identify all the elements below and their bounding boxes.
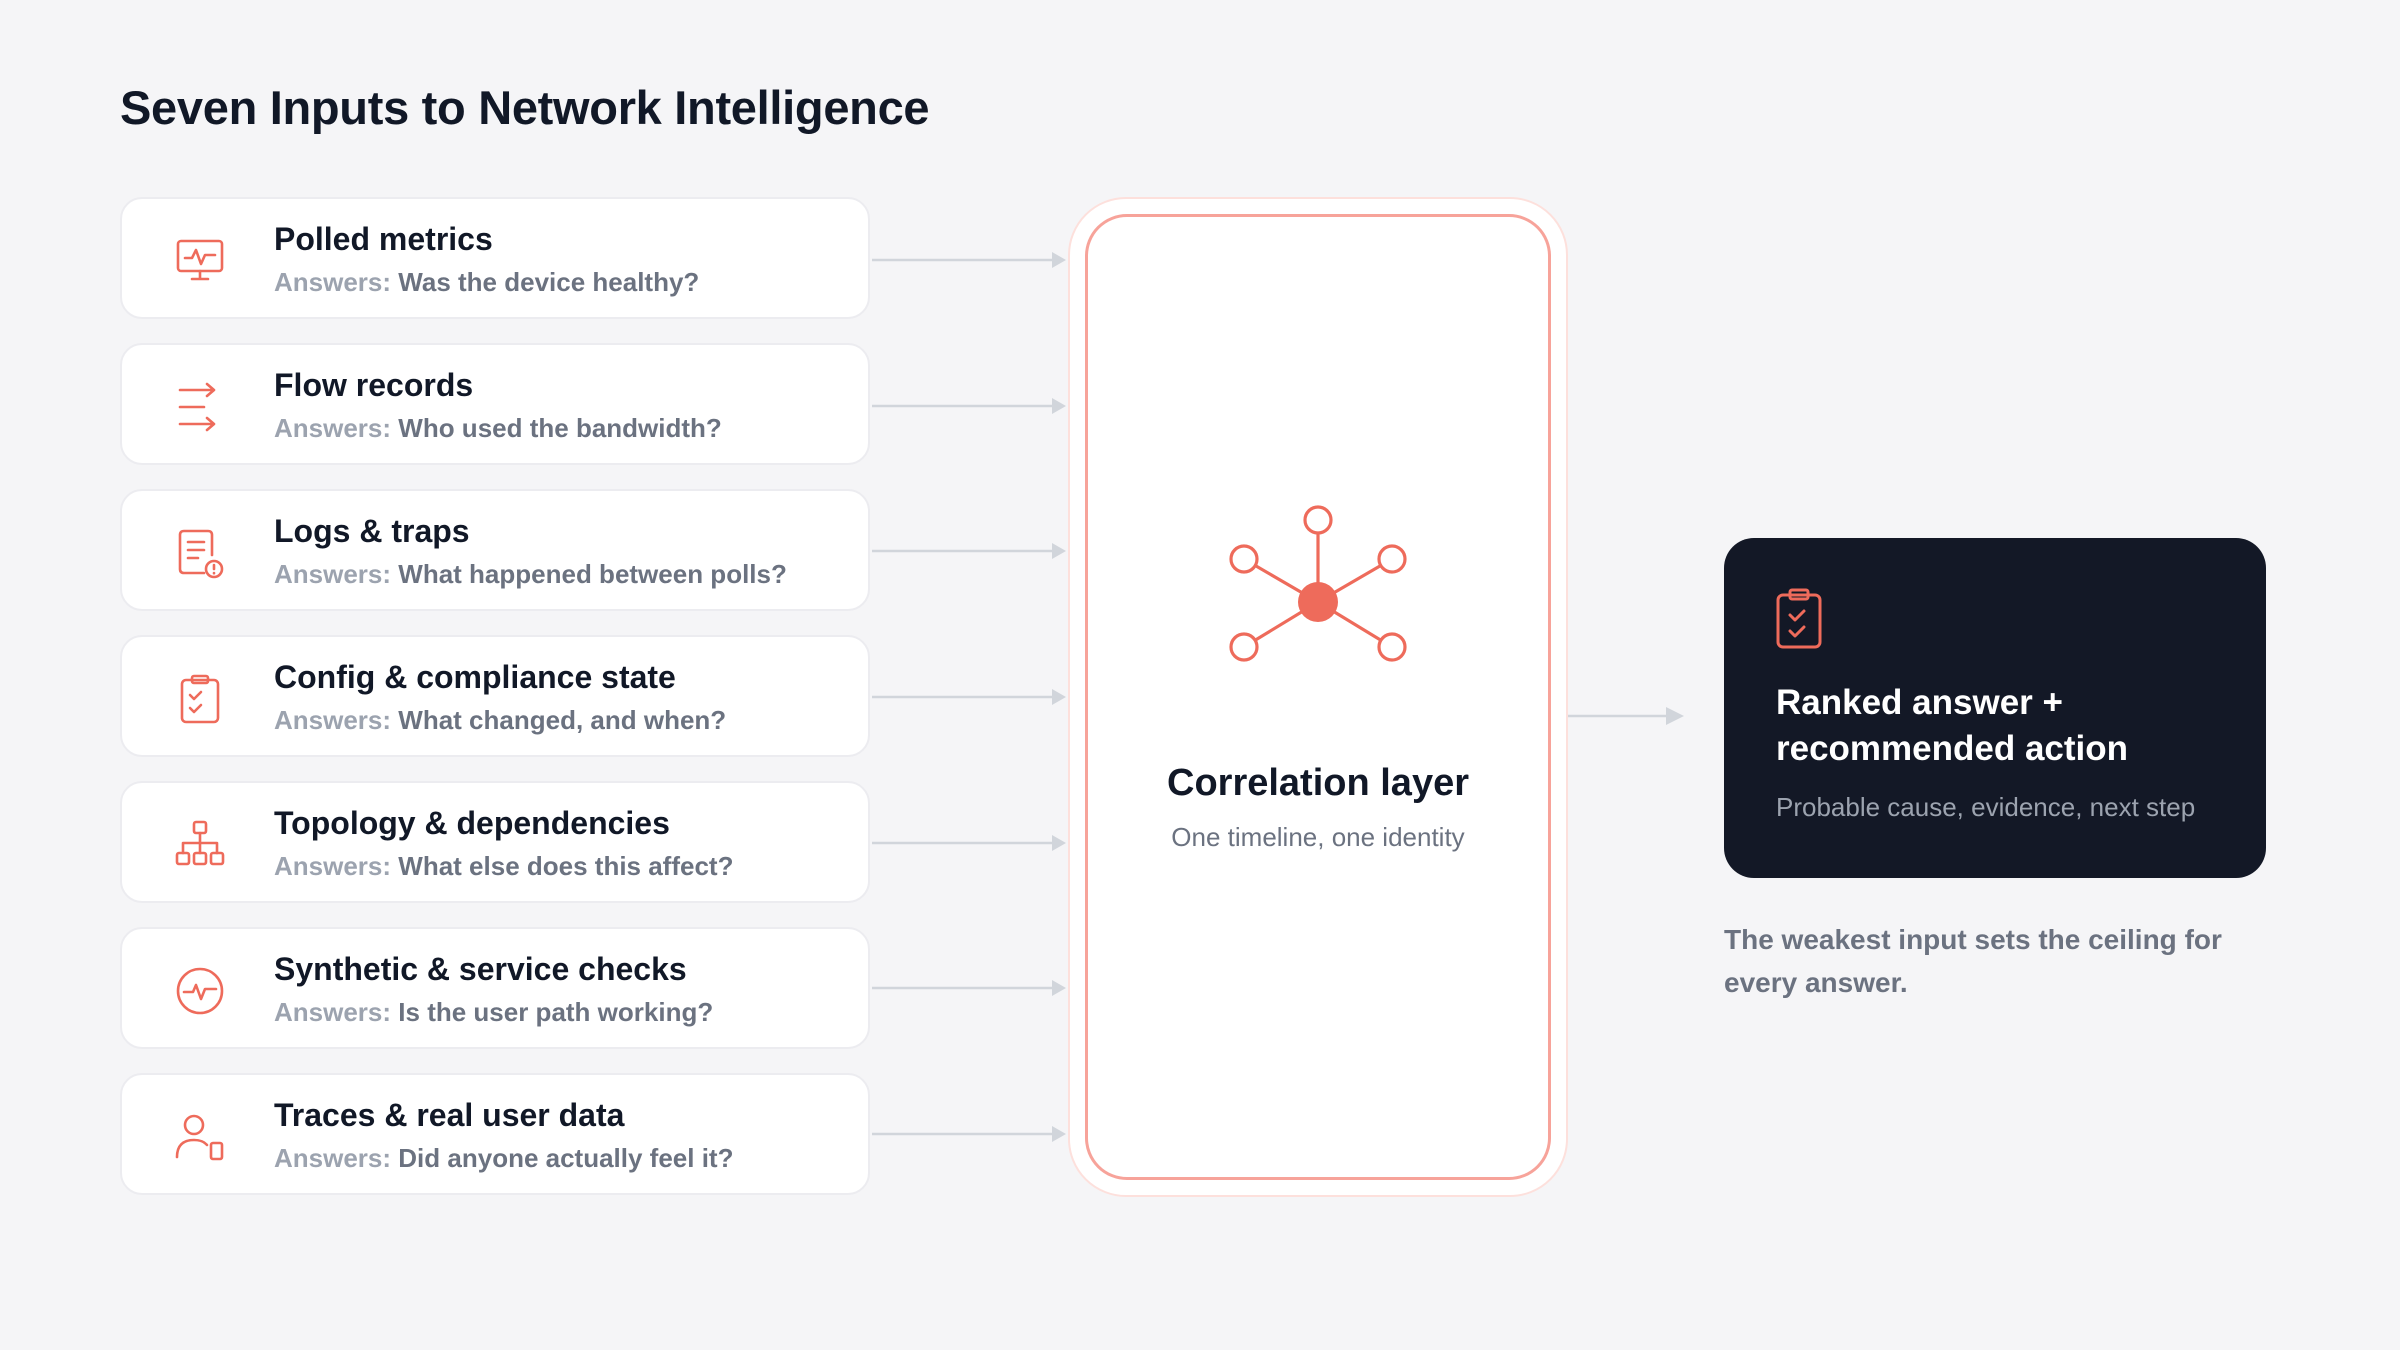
result-heading: Ranked answer + recommended action bbox=[1776, 683, 2129, 768]
answer-prefix: Answers: bbox=[274, 413, 392, 443]
input-card-config-compliance: Config & compliance state Answers: What … bbox=[120, 635, 870, 757]
answer-prefix: Answers: bbox=[274, 997, 392, 1027]
page-title: Seven Inputs to Network Intelligence bbox=[120, 81, 930, 134]
answer-text: What changed, and when? bbox=[398, 705, 727, 735]
input-label: Topology & dependencies bbox=[274, 805, 670, 841]
correlation-subtitle: One timeline, one identity bbox=[1171, 822, 1465, 852]
user-device-icon bbox=[174, 1111, 226, 1163]
input-label: Polled metrics bbox=[274, 221, 493, 257]
arrowhead bbox=[1052, 398, 1066, 414]
answer-prefix: Answers: bbox=[274, 559, 392, 589]
answer-prefix: Answers: bbox=[274, 851, 392, 881]
input-label: Config & compliance state bbox=[274, 659, 676, 695]
arrowhead bbox=[1666, 707, 1684, 725]
network-hub-icon bbox=[1229, 505, 1407, 662]
answer-text: Was the device healthy? bbox=[398, 267, 700, 297]
answer-prefix: Answers: bbox=[274, 705, 392, 735]
input-card-synthetic-checks: Synthetic & service checks Answers: Is t… bbox=[120, 927, 870, 1049]
log-alert-icon bbox=[174, 527, 226, 579]
correlation-layer-box bbox=[1085, 214, 1551, 1180]
answer-text: What else does this affect? bbox=[398, 851, 734, 881]
arrowhead bbox=[1052, 1126, 1066, 1142]
answer-text: Did anyone actually feel it? bbox=[398, 1143, 734, 1173]
input-card-traces-rum: Traces & real user data Answers: Did any… bbox=[120, 1073, 870, 1195]
answer-prefix: Answers: bbox=[274, 267, 392, 297]
arrowhead bbox=[1052, 252, 1066, 268]
answer-prefix: Answers: bbox=[274, 1143, 392, 1173]
input-card-polled-metrics: Polled metrics Answers: Was the device h… bbox=[120, 197, 870, 319]
answer-text: Who used the bandwidth? bbox=[398, 413, 722, 443]
input-answer: Answers: What changed, and when? bbox=[274, 705, 726, 736]
arrowhead bbox=[1052, 543, 1066, 559]
input-answer: Answers: Is the user path working? bbox=[274, 997, 713, 1028]
clipboard-check-icon bbox=[174, 673, 226, 725]
input-answer: Answers: What happened between polls? bbox=[274, 559, 787, 590]
pulse-circle-icon bbox=[174, 965, 226, 1017]
arrowhead bbox=[1052, 980, 1066, 996]
input-label: Traces & real user data bbox=[274, 1097, 625, 1133]
flow-arrows-icon bbox=[174, 381, 226, 433]
input-card-logs-traps: Logs & traps Answers: What happened betw… bbox=[120, 489, 870, 611]
result-subtitle: Probable cause, evidence, next step bbox=[1776, 792, 2196, 822]
answer-text: What happened between polls? bbox=[398, 559, 787, 589]
input-answer: Answers: Was the device healthy? bbox=[274, 267, 699, 298]
monitor-pulse-icon bbox=[174, 235, 226, 287]
footnote: The weakest input sets the ceiling for e… bbox=[1724, 924, 2222, 998]
input-card-topology: Topology & dependencies Answers: What el… bbox=[120, 781, 870, 903]
input-answer: Answers: What else does this affect? bbox=[274, 851, 733, 882]
input-answer: Answers: Who used the bandwidth? bbox=[274, 413, 722, 444]
clipboard-check-icon bbox=[1776, 588, 1822, 649]
correlation-title: Correlation layer bbox=[1167, 762, 1469, 804]
answer-text: Is the user path working? bbox=[398, 997, 714, 1027]
input-label: Synthetic & service checks bbox=[274, 951, 687, 987]
arrowhead bbox=[1052, 835, 1066, 851]
input-answer: Answers: Did anyone actually feel it? bbox=[274, 1143, 733, 1174]
input-label: Flow records bbox=[274, 367, 474, 403]
input-label: Logs & traps bbox=[274, 513, 470, 549]
input-card-flow-records: Flow records Answers: Who used the bandw… bbox=[120, 343, 870, 465]
result-card: Ranked answer + recommended action Proba… bbox=[1724, 538, 2266, 878]
hierarchy-icon bbox=[174, 819, 226, 871]
arrowhead bbox=[1052, 689, 1066, 705]
